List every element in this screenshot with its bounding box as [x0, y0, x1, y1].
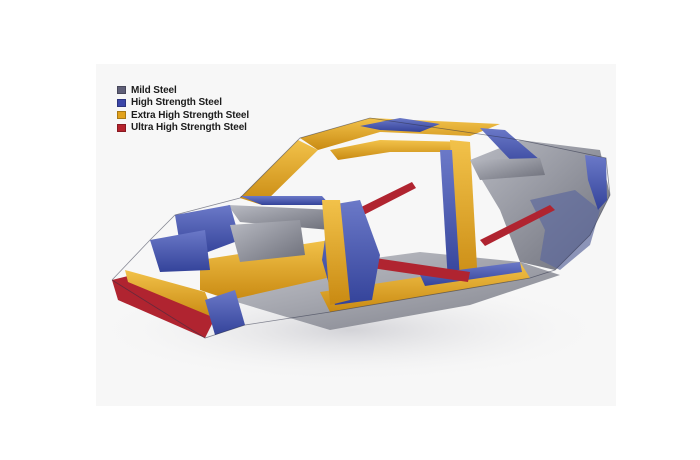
seat-cross-member [372, 258, 470, 282]
legend-label: Mild Steel [131, 84, 177, 96]
roof-rail-front [300, 118, 500, 150]
rear-bumper-beam [585, 155, 607, 210]
legend-swatch [117, 111, 126, 120]
legend-label: High Strength Steel [131, 97, 222, 109]
legend-label: Extra High Strength Steel [131, 109, 250, 121]
cowl [228, 205, 335, 230]
rear-parcel-shelf [470, 158, 545, 180]
legend-item-ultra-high-strength-steel: Ultra High Strength Steel [117, 122, 249, 135]
b-pillar-reinforcement [440, 150, 460, 282]
roof-cross-member [330, 140, 470, 160]
engine-bay-inner [230, 220, 305, 262]
windshield-header [240, 196, 330, 205]
legend-item-extra-high-strength-steel: Extra High Strength Steel [117, 109, 249, 122]
legend-swatch [117, 123, 126, 132]
legend: Mild Steel High Strength Steel Extra Hig… [117, 84, 249, 134]
legend-swatch [117, 86, 126, 95]
legend-label: Ultra High Strength Steel [131, 122, 247, 134]
legend-item-mild-steel: Mild Steel [117, 84, 249, 97]
sill-blue-inner [420, 262, 522, 286]
front-crash-box [125, 270, 215, 318]
hinge-pillar [322, 200, 350, 305]
a-pillar [240, 140, 318, 205]
front-rail-tip [205, 290, 245, 335]
front-fender-apron [150, 230, 210, 272]
legend-swatch [117, 98, 126, 107]
rear-door-intrusion-beam [480, 205, 555, 246]
front-bumper-beam [112, 276, 215, 338]
roof-blue-bow [360, 118, 440, 132]
edge-outlines [111, 117, 611, 339]
legend-item-high-strength-steel: High Strength Steel [117, 97, 249, 110]
